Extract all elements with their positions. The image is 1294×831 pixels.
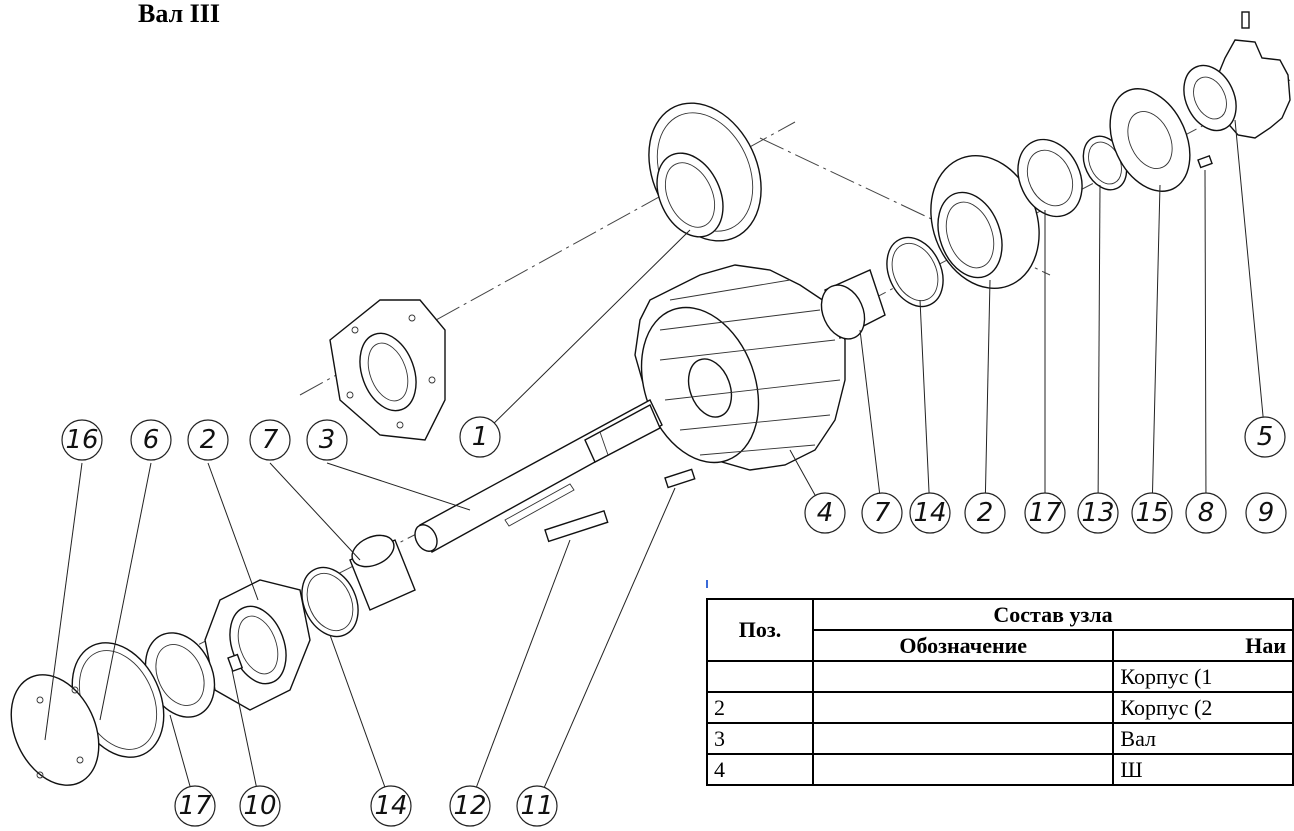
part-housing-2-lower: [204, 579, 311, 711]
balloon: 7: [861, 492, 903, 534]
part-bushing-7-upper: [820, 269, 886, 340]
balloon-label: 5: [1257, 422, 1274, 452]
table-row: 4 Ш: [706, 753, 1294, 786]
balloon-label: 6: [143, 425, 160, 455]
balloon-label: 16: [65, 425, 98, 455]
balloon-label: 7: [874, 498, 891, 528]
cell-name: Корпус (2: [1112, 691, 1294, 724]
table-row: 2 Корпус (2: [706, 691, 1294, 724]
balloon-label: 9: [1258, 498, 1275, 528]
balloon-label: 17: [178, 791, 212, 821]
cell-pos: 4: [706, 753, 814, 786]
balloon: 16: [61, 419, 103, 461]
balloon-label: 10: [243, 791, 276, 821]
table-row: Корпус (1: [706, 660, 1294, 693]
cell-name: Ш: [1112, 753, 1294, 786]
part-flange-15: [1109, 88, 1191, 192]
balloon-label: 11: [520, 791, 553, 821]
part-shaft-3: [414, 399, 663, 553]
balloon: 13: [1077, 492, 1119, 534]
table-header-row: Поз. Состав узла: [706, 598, 1294, 662]
balloon: 12: [449, 785, 491, 827]
header-name: Наи: [1112, 629, 1294, 662]
balloon-label: 2: [200, 425, 217, 455]
balloon: 2: [964, 492, 1006, 534]
cell-name: Корпус (1: [1112, 660, 1294, 693]
balloon: 15: [1131, 492, 1173, 534]
part-housing-1-lower: [329, 299, 446, 441]
table-anchor-marker: [706, 580, 708, 588]
leader-lines: [44, 119, 1266, 805]
balloon-label: 13: [1081, 498, 1114, 528]
balloon: 6: [130, 419, 172, 461]
table-row: 3 Вал: [706, 722, 1294, 755]
balloon-label: 14: [374, 791, 407, 821]
balloon: 8: [1185, 492, 1227, 534]
bill-of-materials-table: Поз. Состав узла Обозначение Наи Корпус …: [706, 598, 1294, 786]
drawing-title: Вал III: [138, 0, 221, 28]
header-assembly-composition: Состав узла: [812, 598, 1294, 631]
balloon: 17: [174, 785, 216, 827]
balloon-label: 17: [1028, 498, 1062, 528]
header-position: Поз.: [706, 598, 814, 662]
part-gear-4: [634, 264, 846, 471]
balloon: 14: [370, 785, 412, 827]
cell-name: Вал: [1112, 722, 1294, 755]
table-header-row: Обозначение Наи: [707, 629, 1294, 662]
balloon: 9: [1245, 492, 1287, 534]
balloon-label: 12: [453, 791, 486, 821]
balloon-label: 8: [1198, 498, 1215, 528]
balloon-label: 2: [977, 498, 994, 528]
cell-designation: [811, 691, 1115, 724]
balloon: 17: [1024, 492, 1066, 534]
balloon: 14: [909, 492, 951, 534]
balloon: 3: [306, 419, 348, 461]
balloon-label: 7: [262, 425, 279, 455]
cell-designation: [811, 722, 1115, 755]
part-key-12: [544, 509, 609, 543]
balloon: 11: [516, 785, 558, 827]
balloon-label: 1: [472, 422, 489, 452]
cell-pos: 2: [706, 691, 814, 724]
part-bushing-7-lower: [349, 534, 416, 611]
cell-pos: 3: [706, 722, 814, 755]
part-housing-2-upper: [930, 154, 1040, 290]
balloon: 2: [187, 419, 229, 461]
part-screw-10: [227, 653, 244, 673]
cell-designation: [811, 660, 1115, 693]
balloon: 7: [249, 419, 291, 461]
balloon-label: 4: [817, 498, 834, 528]
header-designation: Обозначение: [811, 629, 1115, 662]
balloon: 1: [459, 416, 501, 458]
balloon-label: 14: [913, 498, 946, 528]
part-bearing-17-lower: [144, 632, 216, 718]
balloon-label: 15: [1135, 498, 1168, 528]
cell-pos: [706, 660, 814, 693]
part-bolt-8: [1197, 154, 1213, 169]
balloon: 4: [804, 492, 846, 534]
balloon: 5: [1244, 416, 1286, 458]
part-key-11: [664, 468, 696, 489]
part-cover-16: [10, 674, 100, 786]
part-setscrew-9: [1241, 11, 1250, 29]
balloon: 10: [239, 785, 281, 827]
part-sprocket-5: [1183, 39, 1291, 139]
cell-designation: [811, 753, 1115, 786]
balloon-label: 3: [319, 425, 336, 455]
part-bearing-17-upper: [1017, 138, 1083, 218]
part-housing-1-upper: [648, 102, 762, 242]
